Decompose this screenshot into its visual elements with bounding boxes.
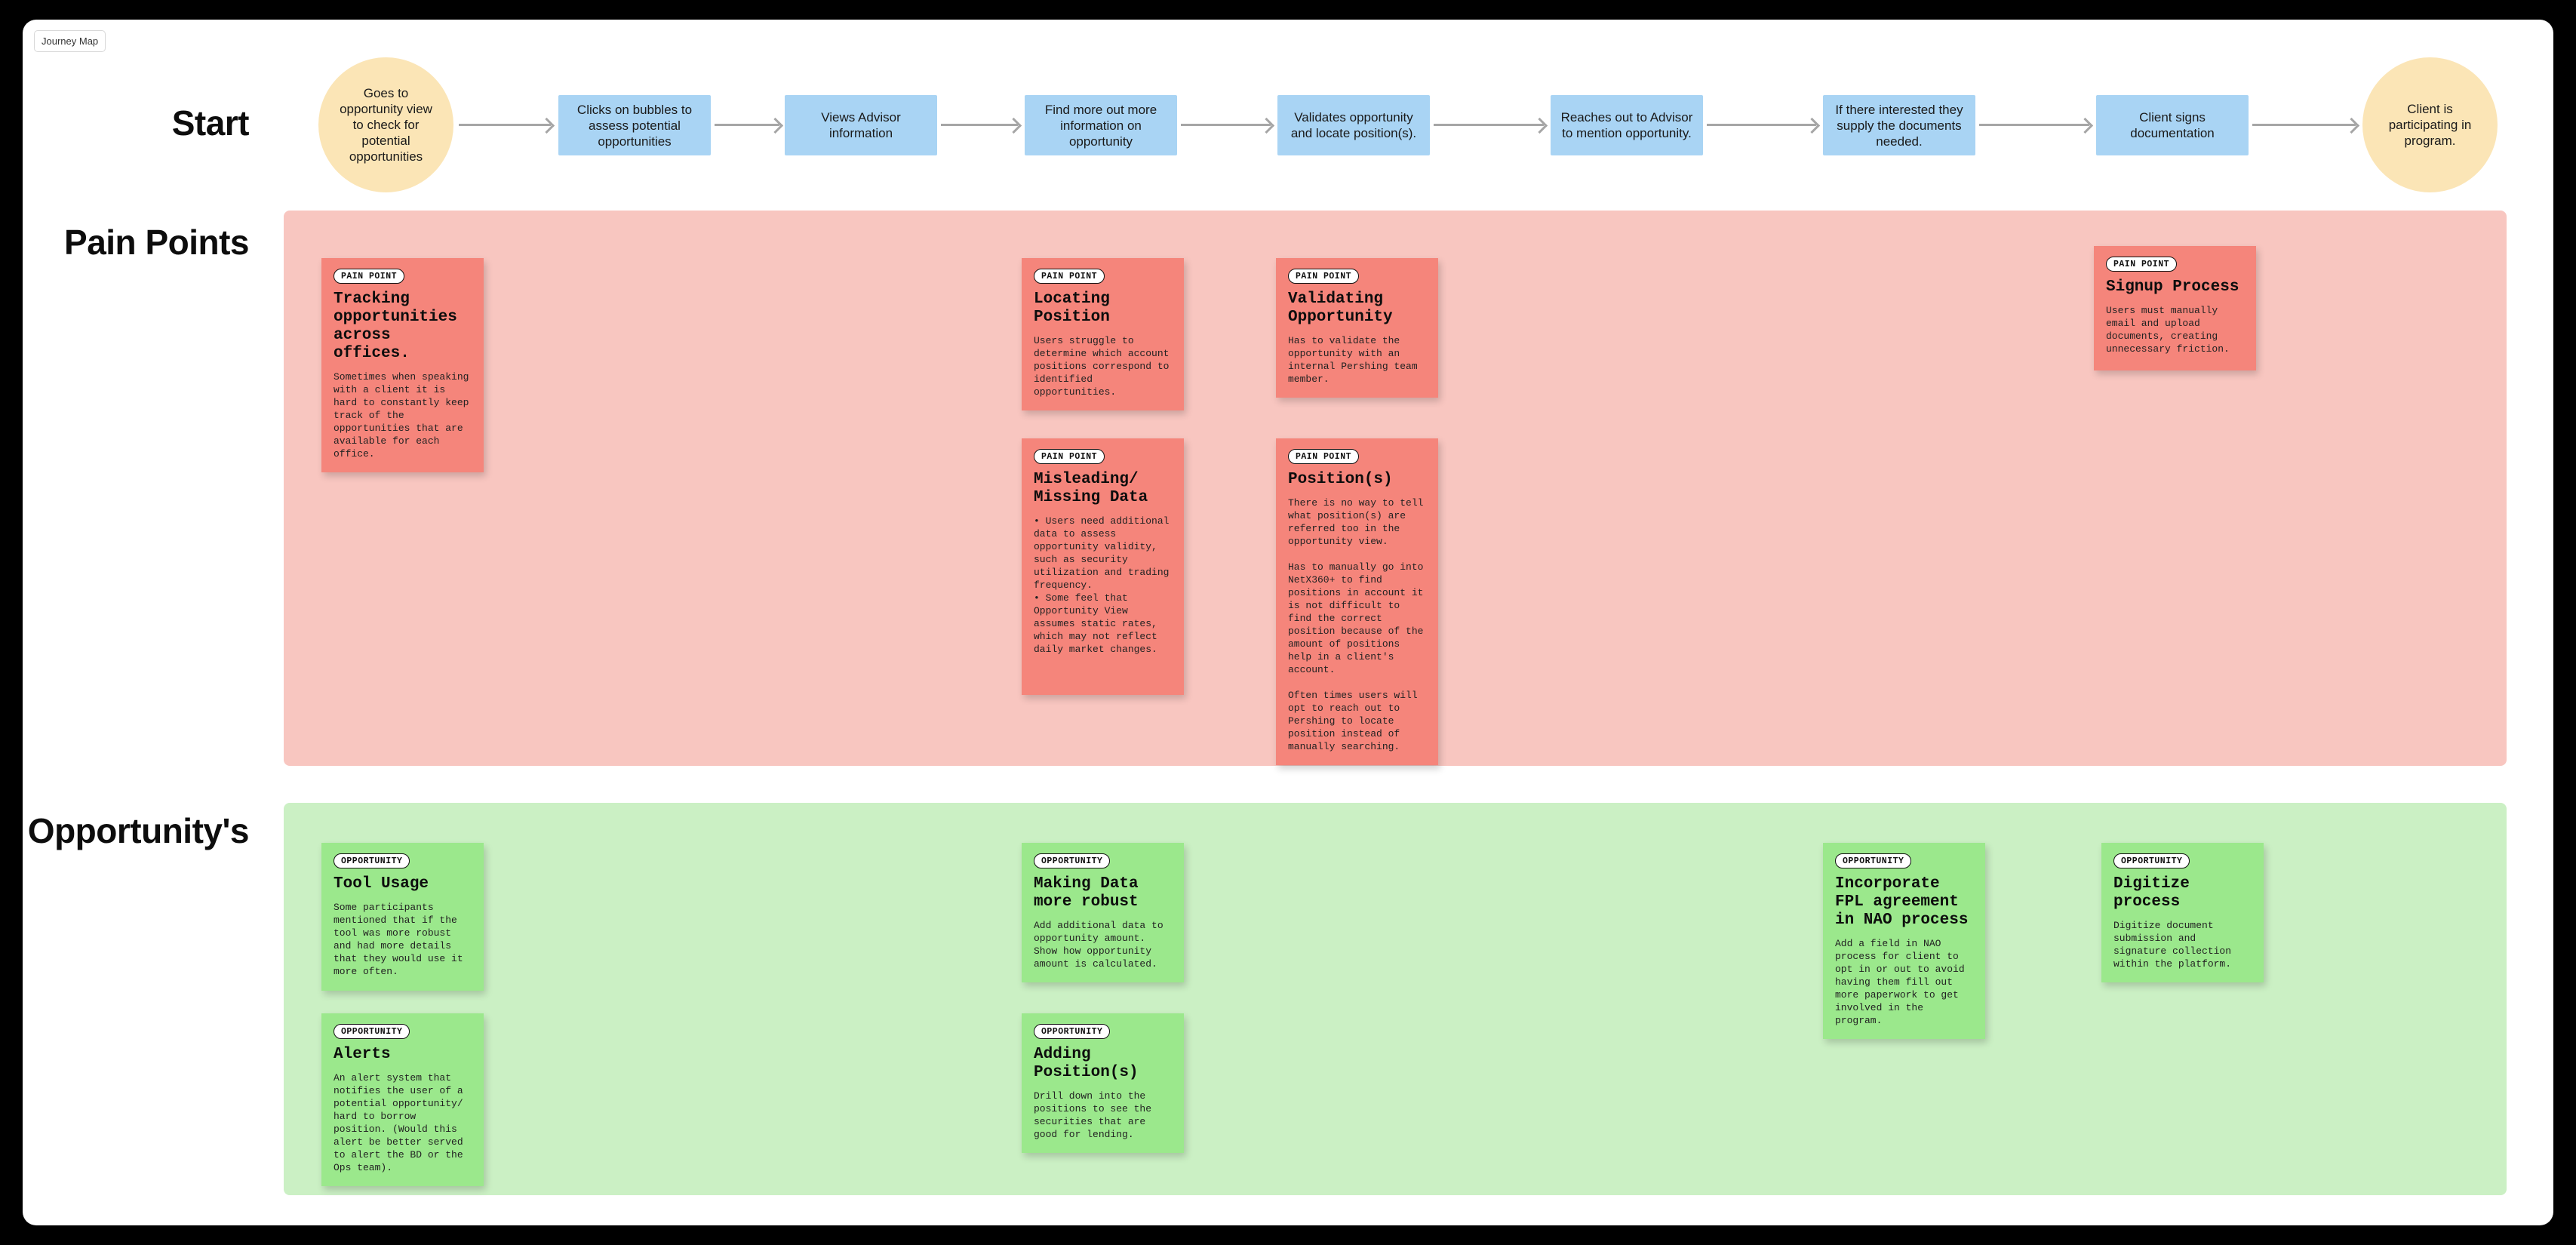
flow-arrow: [715, 124, 779, 126]
flow-step-7[interactable]: Client signs documentation: [2096, 95, 2249, 155]
pain-point-badge: PAIN POINT: [2106, 257, 2178, 272]
note-body: Add additional data to opportunity amoun…: [1034, 920, 1164, 970]
note-body: Drill down into the positions to see the…: [1034, 1090, 1152, 1140]
note-title: Digitize process: [2113, 875, 2190, 911]
opportunity-badge: OPPORTUNITY: [1034, 1024, 1111, 1039]
flow-arrow: [1707, 124, 1816, 126]
note-title: Making Data more robust: [1034, 875, 1139, 911]
note-title: Tracking opportunities across offices.: [334, 290, 457, 362]
note-title: Position(s): [1288, 471, 1393, 488]
pain-point-badge: PAIN POINT: [1288, 449, 1360, 464]
pain-point-badge: PAIN POINT: [1034, 269, 1105, 284]
flow-step-4[interactable]: Validates opportunity and locate positio…: [1277, 95, 1430, 155]
pain-point-badge: PAIN POINT: [1288, 269, 1360, 284]
flow-step-5[interactable]: Reaches out to Advisor to mention opport…: [1551, 95, 1703, 155]
flow-step-label: Views Advisor information: [821, 110, 901, 140]
flow-arrow: [2252, 124, 2356, 126]
note-body: Users struggle to determine which accoun…: [1034, 335, 1170, 398]
note-title: Validating Opportunity: [1288, 290, 1393, 326]
note-body: Has to validate the opportunity with an …: [1288, 335, 1418, 385]
opportunities-label: Opportunity's: [27, 811, 250, 850]
flow-step-1[interactable]: Clicks on bubbles to assess potential op…: [558, 95, 711, 155]
journey-map-section-tab: Journey Map: [34, 30, 106, 52]
note-title: Alerts: [334, 1046, 391, 1063]
opportunity-badge: OPPORTUNITY: [1835, 853, 1912, 868]
note-title: Misleading/ Missing Data: [1034, 471, 1148, 506]
note-title: Incorporate FPL agreement in NAO process: [1835, 875, 1969, 929]
sticky-note-signup-process[interactable]: PAIN POINT Signup Process Users must man…: [2094, 246, 2256, 370]
note-title: Tool Usage: [334, 875, 429, 893]
opportunity-badge: OPPORTUNITY: [1034, 853, 1111, 868]
flow-step-label: Validates opportunity and locate positio…: [1290, 110, 1417, 140]
flow-step-label: If there interested they supply the docu…: [1835, 102, 1963, 149]
sticky-note-tracking-opportunities[interactable]: PAIN POINT Tracking opportunities across…: [321, 258, 484, 472]
flow-step-end-circle[interactable]: Client is participating in program.: [2362, 57, 2498, 192]
sticky-note-alerts[interactable]: OPPORTUNITY Alerts An alert system that …: [321, 1013, 484, 1186]
note-body: Users must manually email and upload doc…: [2106, 305, 2230, 355]
flow-arrow: [1434, 124, 1544, 126]
opportunity-badge: OPPORTUNITY: [2113, 853, 2190, 868]
note-title: Locating Position: [1034, 290, 1110, 326]
note-body: Add a field in NAO process for client to…: [1835, 938, 1965, 1026]
sticky-note-digitize-process[interactable]: OPPORTUNITY Digitize process Digitize do…: [2101, 843, 2264, 982]
sticky-note-tool-usage[interactable]: OPPORTUNITY Tool Usage Some participants…: [321, 843, 484, 991]
flow-step-label: Clicks on bubbles to assess potential op…: [576, 102, 693, 149]
opportunity-badge: OPPORTUNITY: [334, 853, 410, 868]
flow-step-label: Reaches out to Advisor to mention opport…: [1560, 110, 1693, 140]
start-row-label: Start: [171, 103, 250, 143]
note-body: There is no way to tell what position(s)…: [1288, 497, 1424, 752]
flow-step-6[interactable]: If there interested they supply the docu…: [1823, 95, 1975, 155]
sticky-note-validating-opportunity[interactable]: PAIN POINT Validating Opportunity Has to…: [1276, 258, 1438, 398]
flow-arrow: [1181, 124, 1271, 126]
flow-arrow: [941, 124, 1018, 126]
flow-step-label: Goes to opportunity view to check for po…: [340, 86, 432, 164]
flow-step-2[interactable]: Views Advisor information: [785, 95, 937, 155]
sticky-note-making-data-more-robust[interactable]: OPPORTUNITY Making Data more robust Add …: [1022, 843, 1184, 982]
sticky-note-incorporate-fpl-agreement[interactable]: OPPORTUNITY Incorporate FPL agreement in…: [1823, 843, 1985, 1039]
sticky-note-adding-positions[interactable]: OPPORTUNITY Adding Position(s) Drill dow…: [1022, 1013, 1184, 1153]
note-body: Digitize document submission and signatu…: [2113, 920, 2232, 970]
note-body: Some participants mentioned that if the …: [334, 902, 463, 977]
pain-point-badge: PAIN POINT: [1034, 449, 1105, 464]
pain-point-badge: PAIN POINT: [334, 269, 405, 284]
flow-arrow: [1979, 124, 2089, 126]
note-body: • Users need additional data to assess o…: [1034, 515, 1170, 655]
flow-arrow: [459, 124, 551, 126]
opportunity-badge: OPPORTUNITY: [334, 1024, 410, 1039]
sticky-note-misleading-missing-data[interactable]: PAIN POINT Misleading/ Missing Data • Us…: [1022, 438, 1184, 695]
note-title: Signup Process: [2106, 278, 2239, 296]
pain-points-label: Pain Points: [64, 223, 249, 262]
note-title: Adding Position(s): [1034, 1046, 1139, 1081]
sticky-note-locating-position[interactable]: PAIN POINT Locating Position Users strug…: [1022, 258, 1184, 410]
flow-step-label: Find more out more information on opport…: [1044, 102, 1157, 149]
sticky-note-positions[interactable]: PAIN POINT Position(s) There is no way t…: [1276, 438, 1438, 765]
journey-map-canvas: Journey Map Start Pain Points Opportunit…: [23, 20, 2553, 1225]
flow-step-label: Client is participating in program.: [2388, 102, 2472, 148]
note-body: An alert system that notifies the user o…: [334, 1072, 463, 1173]
flow-step-start-circle[interactable]: Goes to opportunity view to check for po…: [318, 57, 453, 192]
note-body: Sometimes when speaking with a client it…: [334, 371, 469, 460]
flow-step-label: Client signs documentation: [2130, 110, 2215, 140]
flow-step-3[interactable]: Find more out more information on opport…: [1025, 95, 1177, 155]
